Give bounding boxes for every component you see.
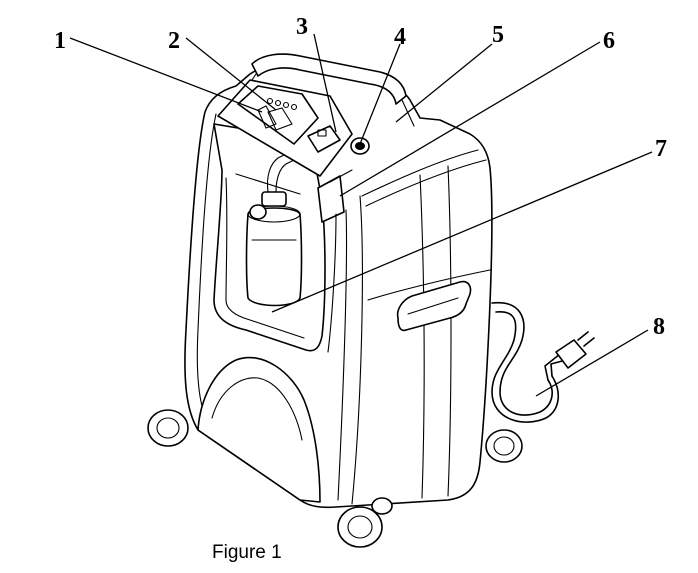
figure-caption: Figure 1 [212,542,282,563]
humidifier-bottle [245,147,303,307]
base-arch [197,356,321,503]
callout-4: 4 [394,24,406,50]
rear-wheel-small [371,497,393,515]
callout-3: 3 [296,14,308,40]
callout-2: 2 [168,28,180,54]
leader-1 [69,37,263,113]
power-cord [491,301,567,423]
leader-4 [359,43,401,145]
callout-8: 8 [653,314,665,340]
leader-5 [395,43,493,123]
front-wheel-left [147,409,189,447]
callout-6: 6 [603,28,615,54]
leader-7 [271,151,653,313]
concentrator-drawing [147,53,595,548]
leader-lines [69,33,653,397]
oxygen-outlet [317,169,353,353]
rear-wheel-right [485,429,523,463]
callout-1: 1 [54,28,66,54]
leader-2 [185,37,277,111]
callout-labels: 1 2 3 4 5 6 7 8 [54,14,667,340]
leader-8 [535,329,649,397]
leader-3 [313,33,337,133]
callout-5: 5 [492,22,504,48]
power-plug [555,331,595,369]
callout-7: 7 [655,136,667,162]
control-panel [217,79,370,177]
front-wheel-center [337,506,383,548]
leader-6 [339,41,601,197]
side-handle [396,280,472,332]
